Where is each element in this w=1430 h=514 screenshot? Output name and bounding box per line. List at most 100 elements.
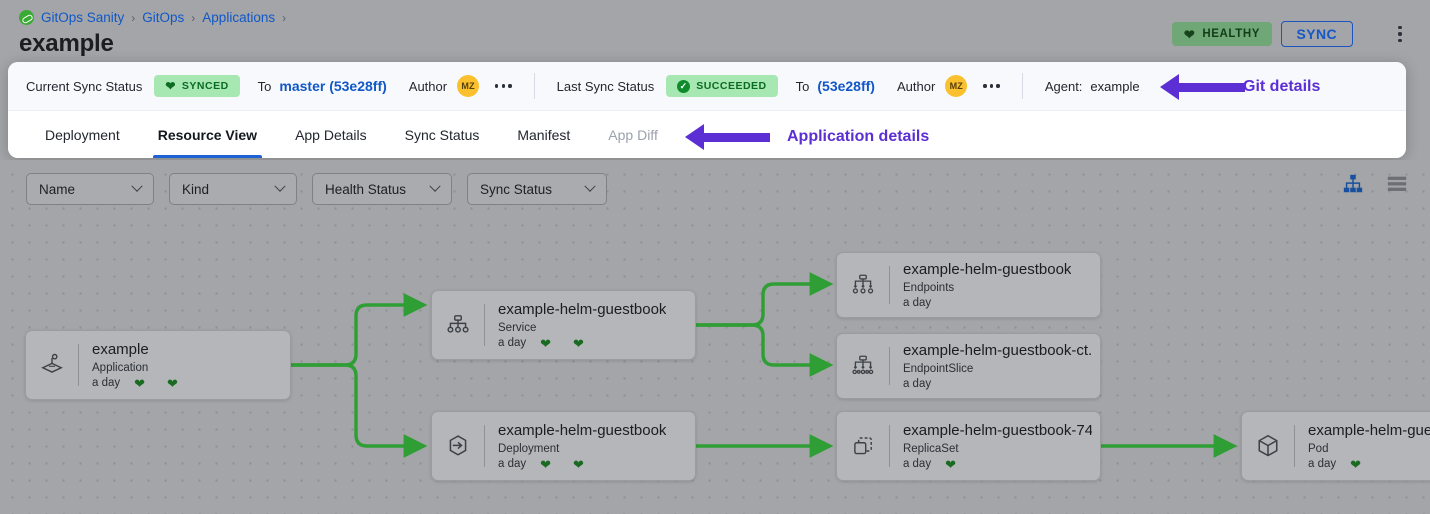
current-sync-status-value: SYNCED xyxy=(181,80,229,92)
current-author-label: Author xyxy=(408,78,448,94)
node-age: a day xyxy=(1308,458,1337,470)
filter-health-status-label: Health Status xyxy=(325,181,407,197)
last-to-label: To xyxy=(795,78,810,94)
filter-name-label: Name xyxy=(39,181,76,197)
tab-manifest[interactable]: Manifest xyxy=(517,126,571,143)
node-age: a day xyxy=(498,337,527,349)
current-sync-status-badge: ❤ SYNCED xyxy=(154,75,240,97)
health-icon: ❤ xyxy=(134,375,146,390)
filter-name-select[interactable]: Name xyxy=(26,173,154,205)
graph-node-pod[interactable]: example-helm-guest Pod a day ❤ xyxy=(1241,411,1430,481)
agent-value: example xyxy=(1090,78,1140,94)
heart-icon: ❤ xyxy=(165,79,176,93)
replicaset-icon xyxy=(837,412,889,480)
service-icon xyxy=(432,291,484,359)
chevron-down-icon xyxy=(429,180,441,192)
health-badge-label: HEALTHY xyxy=(1202,28,1260,40)
tab-sync-status[interactable]: Sync Status xyxy=(404,126,480,143)
graph-node-deployment[interactable]: example-helm-guestbook Deployment a day … xyxy=(431,411,696,481)
annotation-git-details: Git details xyxy=(1243,78,1321,95)
page-title: example xyxy=(19,30,114,57)
chevron-down-icon xyxy=(131,180,143,192)
node-age: a day xyxy=(92,377,121,389)
filter-kind-select[interactable]: Kind xyxy=(169,173,297,205)
breadcrumb-separator: › xyxy=(191,10,196,25)
health-icon: ❤ xyxy=(945,456,956,471)
node-name: example-helm-guestbook xyxy=(903,261,1072,278)
graph-node-service[interactable]: example-helm-guestbook Service a day ❤ ❤ xyxy=(431,290,696,360)
graph-node-endpointslice[interactable]: example-helm-guestbook-ct... EndpointSli… xyxy=(836,333,1101,399)
breadcrumb-separator: › xyxy=(131,10,136,25)
node-name: example-helm-guest xyxy=(1308,421,1430,439)
node-name: example-helm-guestbook-ct... xyxy=(902,342,1092,359)
breadcrumb-separator: › xyxy=(282,10,287,25)
check-circle-icon: ✓ xyxy=(677,79,691,93)
sync-button[interactable]: SYNC xyxy=(1280,21,1353,47)
graph-node-application[interactable]: example Application a day ❤ ❤ xyxy=(25,330,291,400)
current-sync-status-label: Current Sync Status xyxy=(26,78,143,94)
divider xyxy=(889,425,890,467)
health-icon: ❤ xyxy=(540,335,552,350)
health-icon: ❤ xyxy=(540,456,552,471)
node-name: example xyxy=(92,340,149,358)
kebab-menu-icon[interactable] xyxy=(495,76,512,96)
divider xyxy=(1294,425,1295,467)
node-kind: EndpointSlice xyxy=(902,363,974,375)
graph-node-replicaset[interactable]: example-helm-guestbook-74... ReplicaSet … xyxy=(836,411,1101,481)
node-kind: Deployment xyxy=(498,442,560,455)
resource-graph-canvas[interactable]: Name Kind Health Status Sync Status xyxy=(0,160,1430,514)
breadcrumb-item-1[interactable]: GitOps xyxy=(142,10,185,25)
breadcrumb: GitOps Sanity › GitOps › Applications › xyxy=(19,10,286,25)
current-revision-link[interactable]: master (53e28ff) xyxy=(279,78,387,94)
endpoints-icon xyxy=(837,253,889,317)
last-sync-status-badge: ✓ SUCCEEDED xyxy=(666,75,778,97)
breadcrumb-item-0[interactable]: GitOps Sanity xyxy=(41,10,125,25)
tab-app-diff[interactable]: App Diff xyxy=(608,126,658,143)
node-kind: Service xyxy=(498,321,537,334)
node-kind: Application xyxy=(92,361,149,374)
divider xyxy=(533,73,535,99)
node-name: example-helm-guestbook-74... xyxy=(902,421,1092,439)
chevron-down-icon xyxy=(584,180,596,192)
divider xyxy=(889,347,890,385)
filter-sync-status-select[interactable]: Sync Status xyxy=(467,173,607,205)
last-sync-status-label: Last Sync Status xyxy=(556,78,655,94)
tree-view-icon[interactable] xyxy=(1342,173,1364,195)
tab-app-details[interactable]: App Details xyxy=(295,126,367,143)
divider xyxy=(484,425,485,467)
sync-icon: ❤ xyxy=(573,335,584,350)
last-revision-link[interactable]: (53e28ff) xyxy=(817,78,875,94)
chevron-down-icon xyxy=(274,180,286,192)
filter-kind-label: Kind xyxy=(182,181,210,197)
avatar: MZ xyxy=(457,75,480,97)
avatar: MZ xyxy=(945,75,968,97)
deployment-icon xyxy=(432,412,484,480)
sync-icon: ❤ xyxy=(573,456,584,471)
kebab-menu-icon[interactable] xyxy=(983,76,1000,96)
health-icon: ❤ xyxy=(1350,456,1362,471)
divider xyxy=(484,304,485,346)
status-badge-health: ❤ HEALTHY xyxy=(1171,22,1272,46)
list-view-icon[interactable] xyxy=(1386,173,1408,195)
filter-sync-status-label: Sync Status xyxy=(480,181,553,197)
node-age: a day xyxy=(902,458,932,470)
sync-icon: ❤ xyxy=(167,375,178,390)
node-age: a day xyxy=(903,297,932,309)
breadcrumb-item-2[interactable]: Applications xyxy=(202,10,276,25)
tab-deployment[interactable]: Deployment xyxy=(45,126,120,143)
node-kind: Pod xyxy=(1308,442,1329,455)
divider xyxy=(889,266,890,304)
node-name: example-helm-guestbook xyxy=(498,421,667,439)
endpointslice-icon xyxy=(837,334,889,398)
filter-health-status-select[interactable]: Health Status xyxy=(312,173,452,205)
tab-resource-view[interactable]: Resource View xyxy=(139,111,276,158)
filter-bar: Name Kind Health Status Sync Status xyxy=(0,160,1430,218)
page-header: GitOps Sanity › GitOps › Applications › … xyxy=(0,0,1430,68)
graph-node-endpoints[interactable]: example-helm-guestbook Endpoints a day xyxy=(836,252,1101,318)
divider xyxy=(1021,73,1023,99)
node-kind: Endpoints xyxy=(903,282,955,294)
node-age: a day xyxy=(902,378,932,390)
pod-icon xyxy=(1242,412,1294,480)
kebab-menu-icon[interactable] xyxy=(1392,22,1408,46)
